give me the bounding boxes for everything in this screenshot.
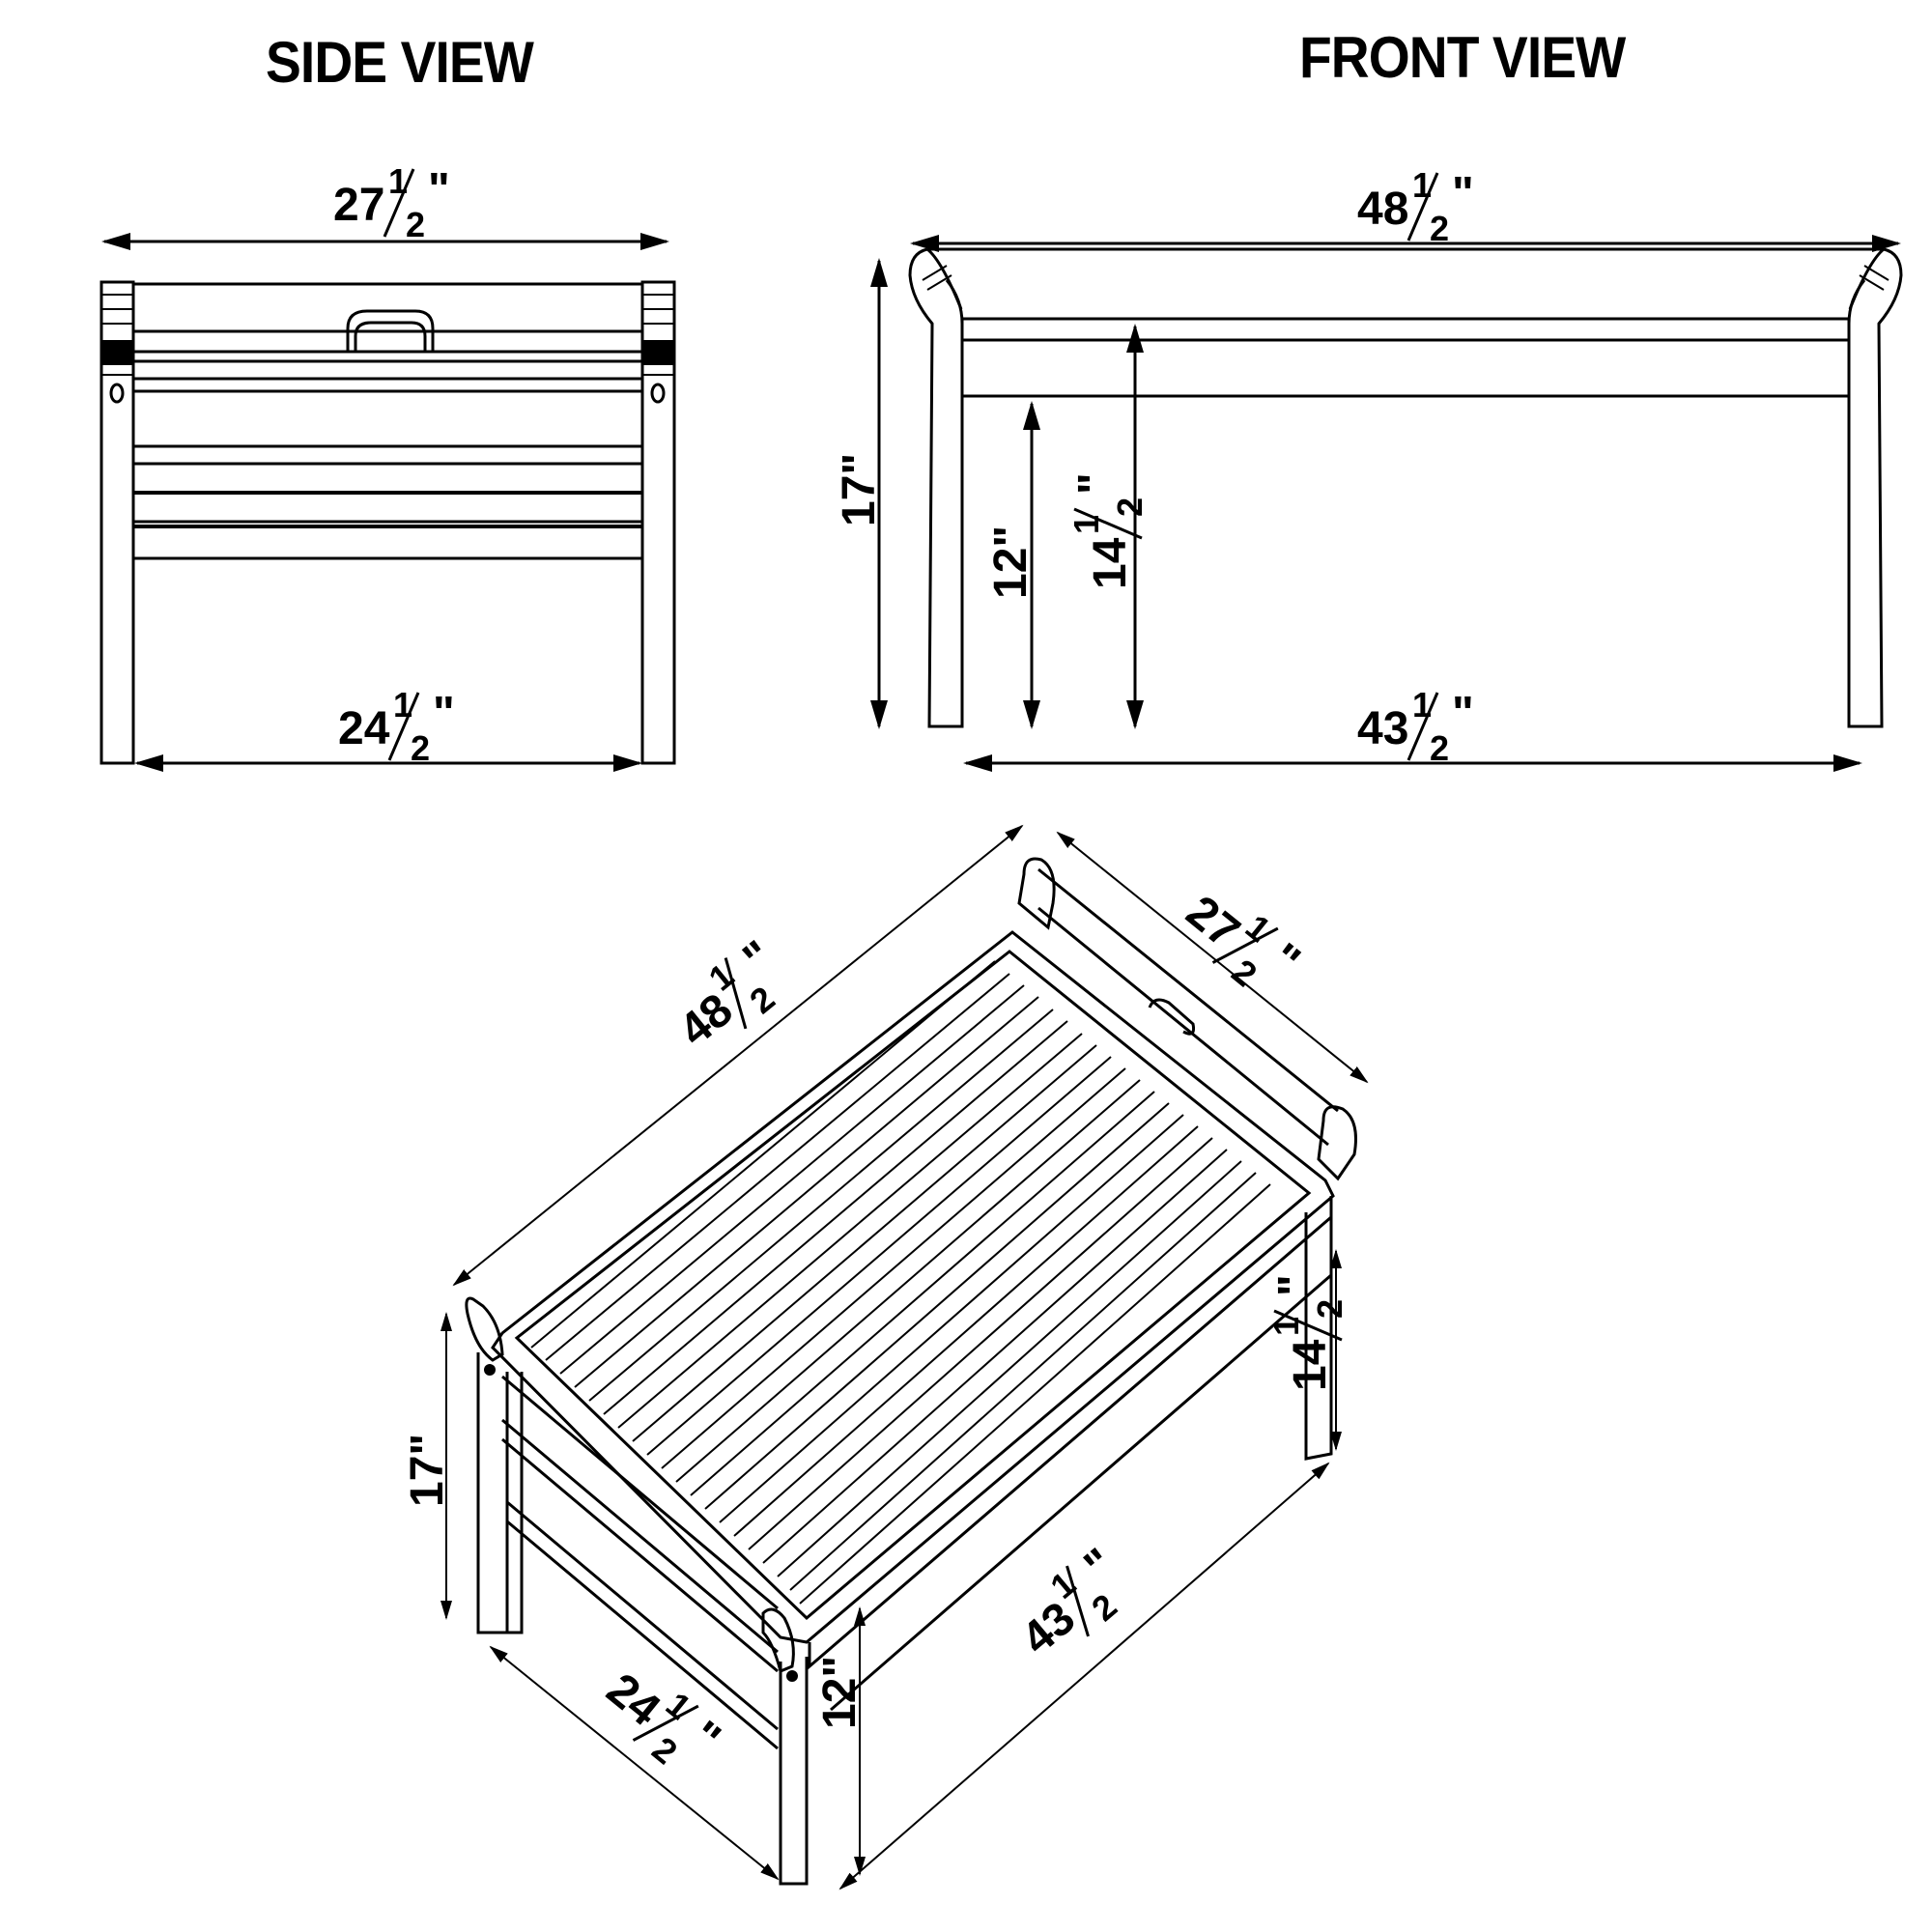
- svg-text:2: 2: [1430, 728, 1449, 768]
- svg-text:14: 14: [1085, 537, 1136, 589]
- side-left-band: [101, 340, 133, 365]
- front-bottom-dimension-label: 43 1 2 ": [1357, 685, 1474, 768]
- svg-text:": ": [1269, 1274, 1321, 1296]
- side-handle: [346, 309, 435, 352]
- side-bottom-dimension-label: 24 1 2 ": [338, 685, 455, 768]
- iso-depth-label: 27 1 2 ": [1177, 886, 1309, 994]
- iso-back-right-leg: [1304, 1196, 1333, 1461]
- svg-text:2: 2: [742, 979, 781, 1021]
- iso-seat-label: 14 1 2 ": [1266, 1274, 1350, 1391]
- iso-front-left-leg: [476, 1352, 509, 1634]
- side-view: 27 1 2 ": [99, 161, 676, 772]
- svg-text:2: 2: [1084, 1586, 1124, 1629]
- svg-text:": ": [433, 688, 455, 739]
- iso-front-right-scroll: [761, 1607, 795, 1674]
- side-left-bolt: [109, 383, 125, 404]
- svg-text:2: 2: [1430, 209, 1449, 248]
- svg-text:1: 1: [388, 161, 408, 201]
- svg-text:": ": [1452, 168, 1474, 219]
- iso-end-panel-slats: [501, 1372, 779, 1750]
- front-right-arm: [1847, 247, 1903, 728]
- svg-text:": ": [1452, 688, 1474, 739]
- iso-length-label: 48 1 2 ": [670, 931, 783, 1057]
- svg-text:": ": [1069, 472, 1121, 495]
- svg-text:2: 2: [1110, 497, 1150, 517]
- svg-text:27: 27: [333, 180, 384, 231]
- iso-back-rail-top: [1037, 867, 1339, 1113]
- iso-inner-depth-label: 24 1 2 ": [597, 1663, 729, 1772]
- side-view-title: SIDE VIEW: [266, 30, 534, 95]
- svg-text:": ": [734, 931, 783, 985]
- front-view: 48 1 2 " 17: [834, 165, 1903, 772]
- front-top-dimension-label: 48 1 2 ": [1357, 165, 1474, 248]
- svg-text:48: 48: [1357, 184, 1408, 235]
- iso-seat-slats: [530, 960, 1271, 1605]
- svg-text:1: 1: [659, 1684, 698, 1726]
- side-right-bolt: [650, 383, 666, 404]
- svg-text:2: 2: [645, 1729, 685, 1772]
- iso-seat-inner: [514, 950, 1312, 1621]
- svg-text:2: 2: [411, 728, 430, 768]
- iso-height-label: 17": [402, 1434, 453, 1507]
- iso-clearance-label: 12": [814, 1656, 866, 1729]
- svg-text:1: 1: [1412, 165, 1432, 205]
- svg-text:1: 1: [1412, 685, 1432, 724]
- side-right-band: [642, 340, 674, 365]
- iso-back-right-scroll: [1317, 1105, 1357, 1181]
- svg-text:": ": [680, 1712, 729, 1766]
- svg-text:27: 27: [1177, 886, 1249, 958]
- iso-depth-dimension-line: [1056, 831, 1369, 1084]
- svg-text:43: 43: [1012, 1593, 1085, 1665]
- iso-front-left-scroll: [465, 1296, 504, 1362]
- svg-text:": ": [428, 164, 450, 215]
- svg-text:2: 2: [406, 205, 425, 244]
- front-view-title: FRONT VIEW: [1299, 25, 1626, 90]
- iso-inner-length-dimension-line: [838, 1462, 1330, 1890]
- iso-front-right-leg: [779, 1657, 809, 1886]
- svg-text:48: 48: [670, 984, 743, 1057]
- iso-inner-depth-dimension-line: [489, 1645, 780, 1881]
- side-top-dimension-label: 27 1 2 ": [333, 161, 450, 244]
- iso-back-left-scroll: [1017, 857, 1056, 930]
- front-left-arm: [908, 247, 964, 728]
- front-clearance-label: 12": [985, 526, 1037, 599]
- iso-length-dimension-line: [452, 824, 1024, 1287]
- isometric-view: 48 1 2 " 27 1 2 " 43 1 2 ": [402, 824, 1369, 1890]
- svg-text:1: 1: [1066, 515, 1106, 534]
- svg-text:": ": [1075, 1539, 1125, 1592]
- front-height-label: 17": [834, 453, 885, 526]
- svg-text:14: 14: [1285, 1339, 1336, 1391]
- svg-text:43: 43: [1357, 703, 1408, 754]
- svg-text:1: 1: [393, 685, 412, 724]
- svg-text:1: 1: [1238, 906, 1278, 949]
- svg-text:": ": [1260, 934, 1309, 988]
- svg-text:24: 24: [338, 703, 390, 754]
- front-seat-label: 14 1 2 ": [1066, 472, 1150, 589]
- iso-inner-length-label: 43 1 2 ": [1012, 1539, 1125, 1665]
